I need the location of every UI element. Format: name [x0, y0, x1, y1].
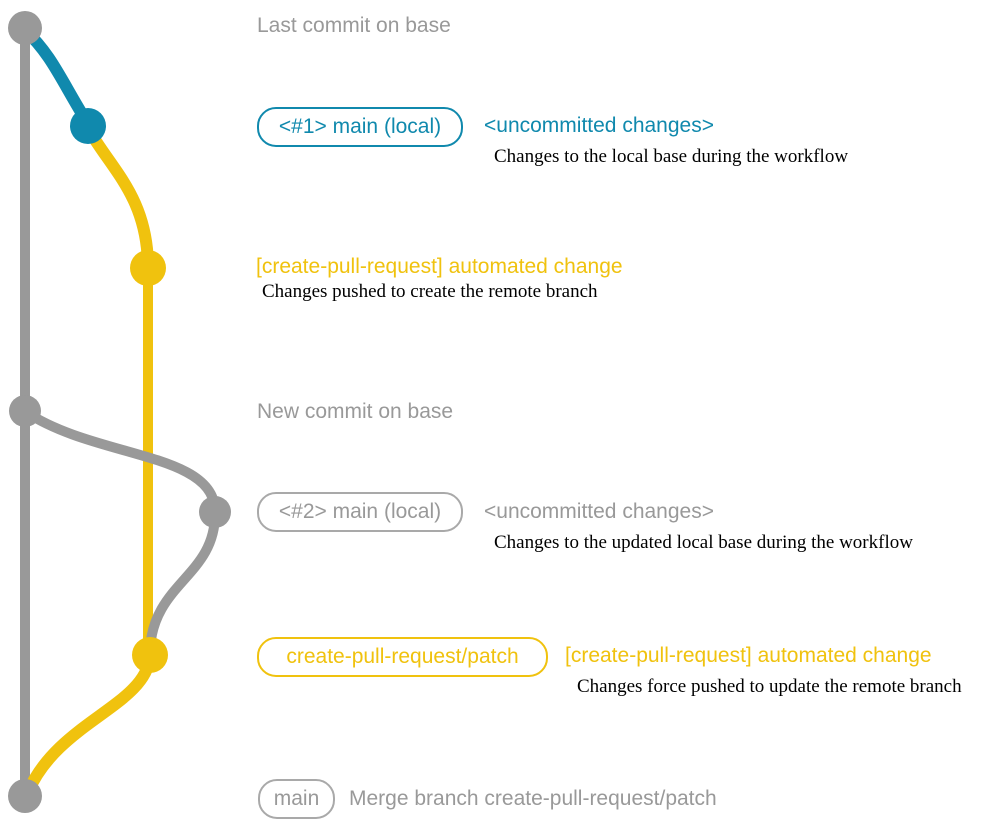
- commit-node-local-2: [199, 496, 231, 528]
- last-commit-label: Last commit on base: [257, 14, 451, 37]
- uncommitted-changes-heading-2: <uncommitted changes>: [484, 500, 714, 523]
- local-branch-line-2b: [145, 509, 220, 655]
- commit-node-local-1: [70, 108, 106, 144]
- uncommitted-changes-heading-1: <uncommitted changes>: [484, 114, 714, 137]
- commit-node-last-base: [8, 11, 42, 45]
- local-branch-line-2a: [21, 407, 220, 515]
- commit-node-remote-1: [130, 250, 166, 286]
- badge-create-pull-request-patch: create-pull-request/patch: [257, 637, 548, 677]
- badge-main-local-1: <#1> main (local): [257, 107, 463, 147]
- caption-updated-local-base: Changes to the updated local base during…: [494, 532, 913, 553]
- commit-node-new-base: [9, 395, 41, 427]
- new-commit-label: New commit on base: [257, 400, 454, 423]
- automated-change-heading-2: [create-pull-request] automated change: [565, 644, 932, 667]
- remote-branch-line-1: [83, 124, 154, 274]
- badge-main: main: [258, 779, 335, 819]
- commit-node-remote-2: [132, 637, 168, 673]
- caption-push-create: Changes pushed to create the remote bran…: [262, 281, 598, 302]
- badge-main-local-2: <#2> main (local): [257, 492, 463, 532]
- git-graph: [8, 11, 231, 813]
- caption-local-base: Changes to the local base during the wor…: [494, 146, 849, 167]
- commit-node-merge: [8, 779, 42, 813]
- local-branch-line-1: [19, 24, 93, 128]
- merge-branch-line: [22, 651, 156, 798]
- caption-force-push: Changes force pushed to update the remot…: [577, 676, 962, 697]
- automated-change-heading-1: [create-pull-request] automated change: [256, 255, 623, 278]
- merge-branch-label: Merge branch create-pull-request/patch: [349, 787, 717, 810]
